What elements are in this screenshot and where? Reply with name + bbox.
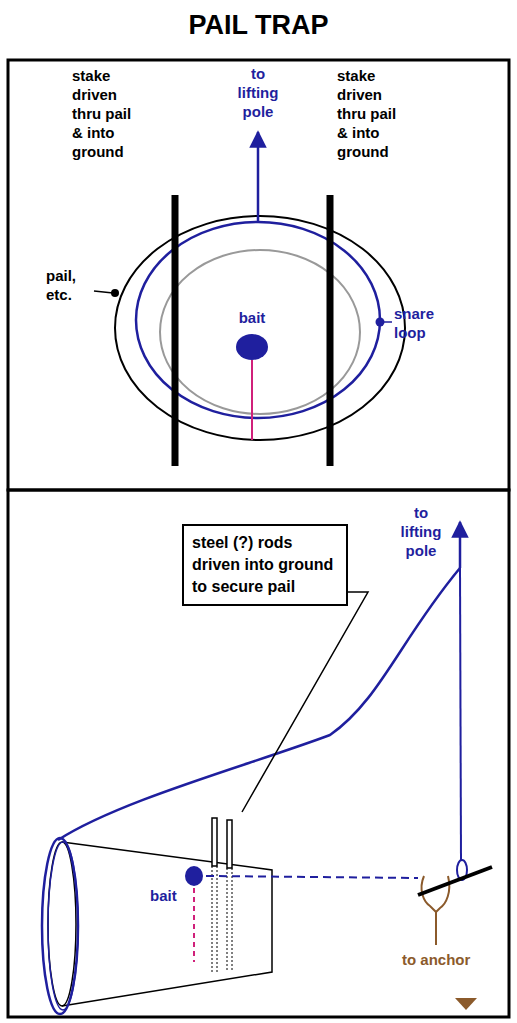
pail-label: pail, etc. xyxy=(46,266,92,304)
rod xyxy=(227,820,232,868)
leader-line xyxy=(382,321,392,323)
rod xyxy=(212,818,217,866)
callout-box: steel (?) rods driven into ground to sec… xyxy=(182,524,348,606)
stake-label: stake driven thru pail & into ground xyxy=(72,66,136,161)
toggle-stick xyxy=(418,867,492,895)
lift-label: to lifting pole xyxy=(392,503,450,560)
callout-text: steel (?) rods driven into ground to sec… xyxy=(184,526,346,604)
stake-label: stake driven thru pail & into ground xyxy=(337,66,401,161)
anchor-symbol xyxy=(455,998,477,1010)
pail-rim xyxy=(115,216,405,440)
anchor-stake xyxy=(422,876,436,945)
bait-line xyxy=(251,360,253,440)
leader-line xyxy=(242,592,368,812)
bait-label: bait xyxy=(228,308,276,327)
bait-dot xyxy=(236,334,268,360)
title: PAIL TRAP xyxy=(0,10,517,41)
stake xyxy=(172,195,179,466)
stake xyxy=(327,195,334,466)
lift-label: to lifting pole xyxy=(230,64,286,121)
lift-line xyxy=(459,522,462,568)
leader-line xyxy=(94,291,113,293)
rod-hidden xyxy=(212,866,232,972)
bottom-panel xyxy=(8,490,509,1017)
lift-line xyxy=(257,132,260,222)
bait-label: bait xyxy=(150,886,190,905)
snare-label: snare loop xyxy=(394,304,454,342)
trigger-line xyxy=(206,876,418,878)
anchor-stake xyxy=(436,876,449,912)
top-panel xyxy=(8,60,509,490)
bait-line xyxy=(193,888,195,962)
snare-loop xyxy=(48,842,78,1010)
snare-line xyxy=(58,568,460,840)
bait-dot xyxy=(185,866,203,886)
snare-loop xyxy=(42,838,78,1014)
anchor-label: to anchor xyxy=(402,950,472,969)
pail-side xyxy=(62,842,272,1006)
trigger-line xyxy=(460,568,461,860)
